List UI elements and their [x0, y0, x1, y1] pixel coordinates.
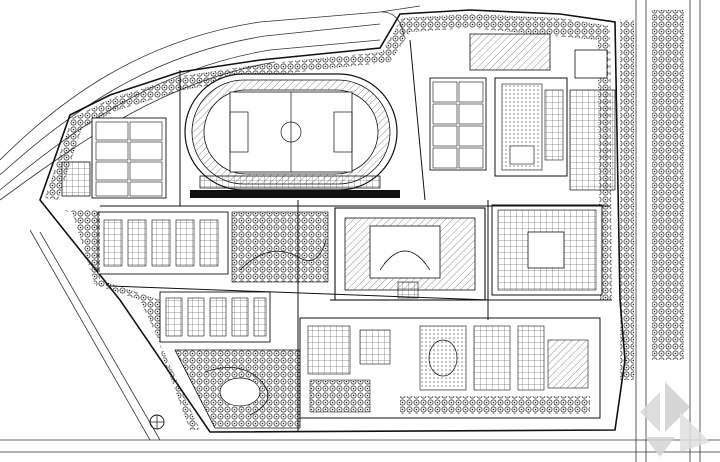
north-arrow-icon — [149, 414, 165, 430]
teaching-blocks — [299, 317, 601, 419]
stadium — [184, 73, 400, 198]
west-planting — [60, 210, 200, 430]
basketball-courts-west — [61, 117, 167, 199]
dormitories — [97, 211, 271, 343]
site-boundary — [39, 9, 626, 433]
teaching-grid-east — [491, 204, 603, 296]
basketball-courts-north — [429, 33, 551, 171]
tree-belt-east — [652, 10, 684, 360]
logo-icon — [640, 382, 710, 457]
gymnasium — [494, 49, 616, 191]
internal-roads — [100, 39, 612, 432]
auditorium — [334, 207, 486, 301]
central-landscape — [231, 211, 329, 283]
central-path — [239, 239, 327, 271]
tree-belt-east-2 — [620, 20, 634, 380]
garden — [174, 349, 301, 429]
perimeter-planting — [45, 14, 612, 300]
